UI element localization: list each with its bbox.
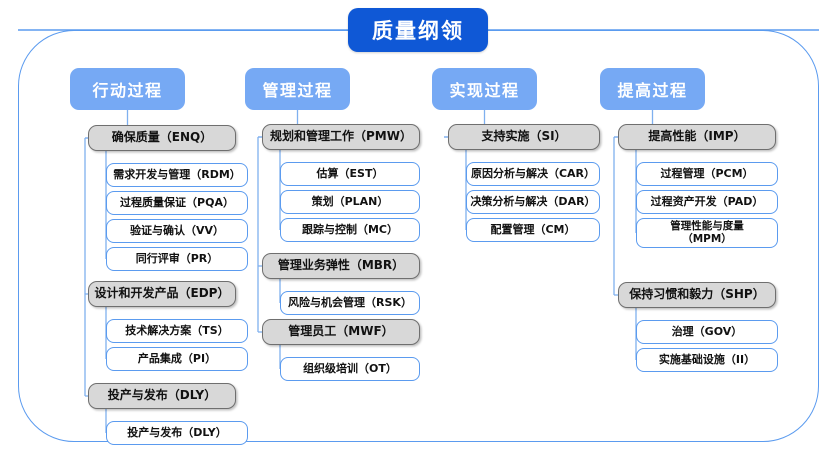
group-box[interactable]: 管理员工（MWF） xyxy=(262,319,420,345)
group-box[interactable]: 投产与发布（DLY） xyxy=(88,383,236,409)
leaf-box[interactable]: 治理（GOV） xyxy=(636,320,778,344)
leaf-box[interactable]: 风险与机会管理（RSK） xyxy=(280,291,420,315)
leaf-box[interactable]: 同行评审（PR） xyxy=(106,247,248,271)
group-box[interactable]: 保持习惯和毅力（SHP） xyxy=(618,282,776,308)
group-box[interactable]: 设计和开发产品（EDP） xyxy=(88,281,236,307)
group-box[interactable]: 规划和管理工作（PMW） xyxy=(262,124,420,150)
column-header-1[interactable]: 行动过程 xyxy=(70,68,185,110)
group-box[interactable]: 确保质量（ENQ） xyxy=(88,125,236,151)
column-header-3[interactable]: 实现过程 xyxy=(432,68,537,110)
leaf-box[interactable]: 管理性能与度量（MPM） xyxy=(636,218,778,248)
leaf-box[interactable]: 跟踪与控制（MC） xyxy=(280,218,420,242)
leaf-box[interactable]: 实施基础设施（II） xyxy=(636,348,778,372)
leaf-box[interactable]: 需求开发与管理（RDM） xyxy=(106,163,248,187)
group-box[interactable]: 提高性能（IMP） xyxy=(618,124,776,150)
leaf-box[interactable]: 产品集成（PI） xyxy=(106,347,248,371)
leaf-box[interactable]: 策划（PLAN） xyxy=(280,190,420,214)
leaf-box[interactable]: 决策分析与解决（DAR） xyxy=(466,190,600,214)
group-box[interactable]: 支持实施（SI） xyxy=(448,124,600,150)
leaf-box[interactable]: 技术解决方案（TS） xyxy=(106,319,248,343)
leaf-box[interactable]: 过程资产开发（PAD） xyxy=(636,190,778,214)
leaf-box[interactable]: 过程质量保证（PQA） xyxy=(106,191,248,215)
leaf-box[interactable]: 投产与发布（DLY） xyxy=(106,421,248,445)
leaf-box[interactable]: 验证与确认（VV） xyxy=(106,219,248,243)
column-header-2[interactable]: 管理过程 xyxy=(245,68,350,110)
diagram-title: 质量纲领 xyxy=(348,8,488,52)
leaf-box[interactable]: 组织级培训（OT） xyxy=(280,357,420,381)
group-box[interactable]: 管理业务弹性（MBR） xyxy=(262,253,420,279)
leaf-box[interactable]: 过程管理（PCM） xyxy=(636,162,778,186)
leaf-box[interactable]: 原因分析与解决（CAR） xyxy=(466,162,600,186)
leaf-box[interactable]: 配置管理（CM） xyxy=(466,218,600,242)
column-header-4[interactable]: 提高过程 xyxy=(600,68,705,110)
leaf-box[interactable]: 估算（EST） xyxy=(280,162,420,186)
